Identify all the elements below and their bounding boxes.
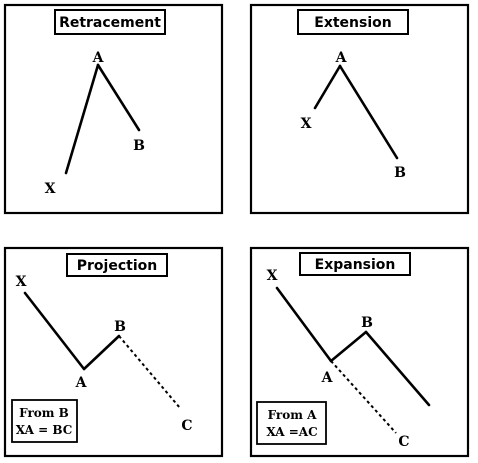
panel-title-box bbox=[297, 9, 409, 35]
panel-title-box bbox=[299, 252, 411, 276]
formula-note: From B XA = BC bbox=[11, 399, 78, 443]
point-label-a: A bbox=[92, 50, 105, 66]
panel-extension: Extension X A B bbox=[249, 3, 470, 215]
panel-projection: Projection X A B C From B XA = BC bbox=[3, 246, 224, 458]
panel-title: Projection bbox=[77, 258, 157, 274]
panel-frame bbox=[3, 3, 224, 215]
point-label-a: A bbox=[75, 375, 88, 391]
formula-note-box bbox=[11, 399, 78, 443]
panel-title-box bbox=[66, 253, 168, 277]
price-leg-ab bbox=[338, 64, 399, 160]
price-leg-ab bbox=[82, 334, 121, 371]
price-leg-xa bbox=[23, 291, 86, 371]
formula-note-line-2: XA =AC bbox=[266, 425, 317, 439]
point-label-x: X bbox=[45, 181, 56, 197]
price-leg-bc bbox=[364, 330, 431, 407]
price-leg-xa bbox=[313, 64, 342, 110]
panel-title: Expansion bbox=[315, 257, 396, 273]
panel-title: Extension bbox=[314, 15, 391, 31]
point-label-b: B bbox=[361, 315, 373, 331]
price-leg-xa bbox=[64, 63, 100, 175]
panel-frame bbox=[249, 3, 470, 215]
price-leg-ab bbox=[96, 63, 141, 132]
point-label-a: A bbox=[321, 370, 334, 386]
projected-leg-ac bbox=[330, 360, 397, 434]
price-leg-ab bbox=[329, 330, 368, 363]
point-label-x: X bbox=[267, 268, 278, 284]
formula-note: From A XA =AC bbox=[256, 401, 327, 445]
panel-expansion: Expansion X A B C From A XA =AC bbox=[249, 246, 470, 458]
point-label-x: X bbox=[301, 116, 312, 132]
point-label-c: C bbox=[398, 434, 409, 450]
formula-note-line-1: From A bbox=[268, 408, 318, 422]
panel-retracement: Retracement X A B bbox=[3, 3, 224, 215]
point-label-b: B bbox=[394, 165, 406, 181]
price-leg-xa bbox=[275, 286, 333, 363]
panel-title: Retracement bbox=[59, 15, 161, 31]
formula-note-line-2: XA = BC bbox=[16, 423, 73, 437]
point-label-b: B bbox=[114, 319, 126, 335]
formula-note-box bbox=[256, 401, 327, 445]
point-label-b: B bbox=[133, 138, 145, 154]
point-label-c: C bbox=[181, 418, 192, 434]
point-label-x: X bbox=[16, 274, 27, 290]
point-label-a: A bbox=[335, 50, 348, 66]
panel-title-box bbox=[54, 9, 166, 35]
formula-note-line-1: From B bbox=[19, 406, 69, 420]
projected-leg-bc bbox=[118, 335, 181, 409]
